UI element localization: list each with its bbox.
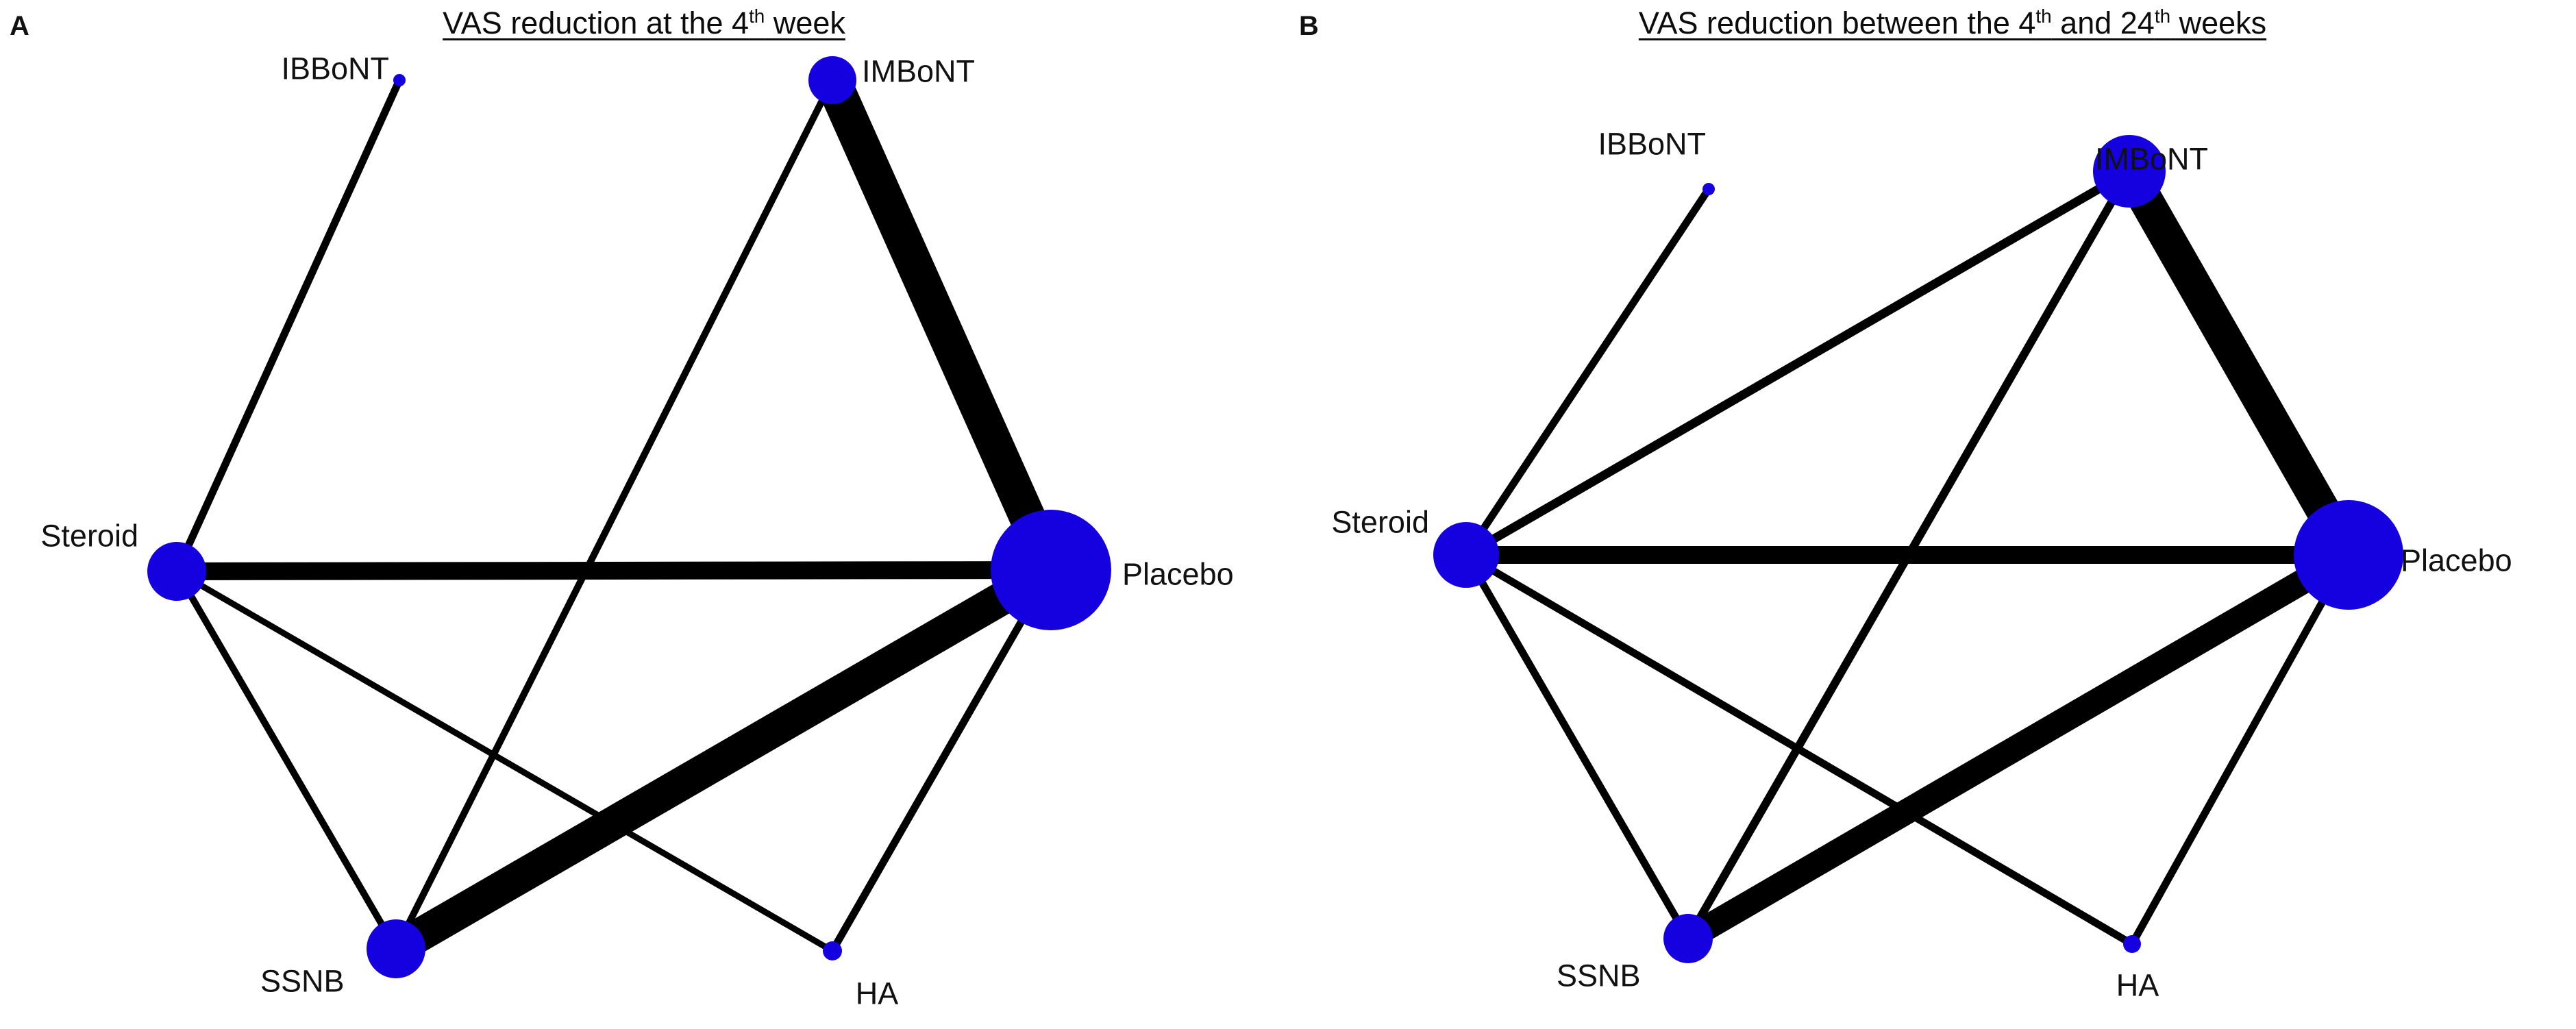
node-label-ssnb: SSNB bbox=[1557, 958, 1641, 993]
node-label-ha: HA bbox=[2116, 967, 2159, 1003]
panel-b-title-ordinal-2: th bbox=[2154, 5, 2171, 27]
edge-steroid-ibbont bbox=[173, 78, 404, 573]
panel-a-title: VAS reduction at the 4th week bbox=[443, 5, 845, 41]
panel-b-graph: IBBoNT IMBoNT Steroid Placebo SSNB HA bbox=[1288, 0, 2576, 1029]
edge-ha-placebo bbox=[829, 568, 1054, 953]
node-label-steroid: Steroid bbox=[40, 518, 138, 554]
edge-steroid-ssnb bbox=[1463, 553, 1692, 941]
panel-b-title-mid: and 24 bbox=[2051, 5, 2155, 40]
edge-ssnb-placebo bbox=[387, 555, 1060, 964]
panel-a-title-prefix: VAS reduction at the 4 bbox=[443, 5, 750, 40]
node-imbont[interactable] bbox=[808, 56, 856, 104]
node-ibbont[interactable] bbox=[393, 74, 406, 86]
edge-steroid-ha bbox=[175, 569, 834, 954]
edge-imbont-ssnb bbox=[1684, 169, 2133, 941]
edge-steroid-imbont bbox=[1463, 167, 2132, 559]
panel-a: A VAS reduction at the 4th week bbox=[10, 5, 1234, 1011]
panel-a-title-suffix: week bbox=[765, 5, 845, 40]
node-label-imbont: IMBoNT bbox=[862, 53, 976, 89]
panel-b-edges bbox=[1463, 162, 2364, 950]
panel-a-edges bbox=[173, 73, 1068, 964]
panel-b-nodes bbox=[1433, 135, 2403, 963]
edge-steroid-placebo bbox=[176, 561, 1052, 580]
edge-steroid-ibbont bbox=[1463, 186, 1712, 558]
node-ssnb[interactable] bbox=[367, 919, 425, 978]
panel-a-nodes bbox=[147, 56, 1111, 978]
node-ibbont[interactable] bbox=[1702, 183, 1715, 195]
node-label-placebo: Placebo bbox=[1122, 556, 1234, 592]
edge-ha-placebo bbox=[2129, 553, 2352, 946]
node-label-ibbont: IBBoNT bbox=[281, 51, 389, 86]
panel-b: B VAS reduction between the 4th and 24th… bbox=[1288, 0, 2576, 1029]
node-label-ibbont: IBBoNT bbox=[1598, 126, 1706, 162]
panel-a-title-ordinal: th bbox=[749, 5, 765, 27]
panel-b-title: VAS reduction between the 4th and 24th w… bbox=[1639, 5, 2266, 41]
edge-imbont-placebo bbox=[2114, 162, 2364, 564]
node-ha[interactable] bbox=[823, 941, 842, 960]
panel-b-title-prefix: VAS reduction between the 4 bbox=[1638, 5, 2036, 40]
node-label-steroid: Steroid bbox=[1331, 504, 1429, 540]
node-placebo[interactable] bbox=[991, 510, 1111, 630]
node-label-ha: HA bbox=[855, 976, 899, 1011]
panel-a-graph-canvas bbox=[147, 56, 1111, 978]
edge-imbont-ssnb bbox=[393, 78, 836, 951]
node-label-ssnb: SSNB bbox=[260, 963, 345, 999]
panel-b-title-ordinal-1: th bbox=[2035, 5, 2052, 27]
node-steroid[interactable] bbox=[147, 542, 206, 601]
panel-b-letter: B bbox=[1299, 11, 1319, 41]
panel-a-letter: A bbox=[10, 11, 29, 41]
node-label-imbont: IMBoNT bbox=[2095, 141, 2209, 177]
edge-ssnb-placebo bbox=[1681, 544, 2355, 950]
node-label-placebo: Placebo bbox=[2401, 543, 2512, 578]
node-placebo[interactable] bbox=[2294, 500, 2403, 610]
panel-b-graph-canvas bbox=[1433, 135, 2403, 963]
edge-imbont-placebo bbox=[815, 73, 1068, 578]
node-steroid[interactable] bbox=[1433, 522, 1499, 588]
node-ssnb[interactable] bbox=[1663, 914, 1713, 963]
node-ha[interactable] bbox=[2123, 935, 2141, 953]
edge-steroid-ssnb bbox=[173, 569, 399, 951]
panel-b-title-suffix: weeks bbox=[2170, 5, 2267, 40]
panel-a-graph: IBBoNT IMBoNT Steroid Placebo SSNB HA bbox=[40, 51, 1234, 1011]
node-imbont[interactable] bbox=[2093, 135, 2166, 208]
